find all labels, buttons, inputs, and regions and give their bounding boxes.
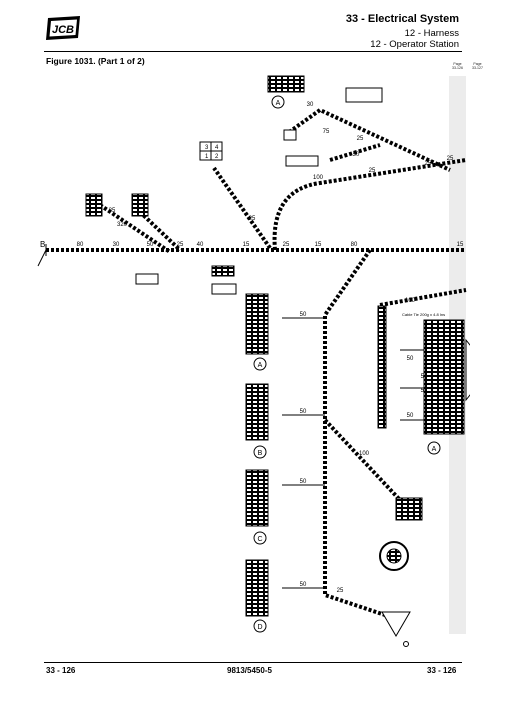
connector-B-label-2: B bbox=[258, 450, 263, 457]
footer-rule bbox=[44, 662, 462, 663]
len-80: 80 bbox=[77, 242, 84, 248]
len-30: 30 bbox=[113, 242, 120, 248]
section-subtitle-operator-station: 12 - Operator Station bbox=[370, 39, 459, 50]
len-40: 40 bbox=[197, 242, 204, 248]
len-v-100: 100 bbox=[359, 451, 370, 457]
connector-B-end: B bbox=[37, 240, 47, 267]
connector-B-label: B bbox=[40, 240, 45, 249]
len-v-50d: 50 bbox=[300, 582, 307, 588]
connector-A-label: A bbox=[258, 362, 263, 369]
len-15b: 15 bbox=[315, 242, 322, 248]
len-15: 15 bbox=[243, 242, 250, 248]
len-top-50: 50 bbox=[353, 152, 360, 158]
section-subtitle-harness: 12 - Harness bbox=[404, 28, 459, 39]
connector-C-label: C bbox=[257, 536, 262, 543]
len-50: 50 bbox=[147, 242, 154, 248]
header-rule bbox=[44, 51, 462, 52]
fuse-block: Cable Tie 200g x 4.8 Ins A bbox=[377, 305, 470, 455]
len-top-25c: 25 bbox=[447, 156, 454, 162]
len-top-30: 30 bbox=[307, 102, 314, 108]
svg-text:3: 3 bbox=[205, 145, 209, 151]
svg-text:2: 2 bbox=[215, 154, 219, 160]
connector-A-label-top: A bbox=[276, 100, 281, 107]
len-25b: 25 bbox=[283, 242, 290, 248]
connector-D-label: D bbox=[257, 624, 262, 631]
len-left-25: 25 bbox=[249, 216, 256, 222]
svg-text:JCB: JCB bbox=[52, 24, 74, 36]
len-v-50b: 50 bbox=[300, 409, 307, 415]
len-top-25d: 25 bbox=[369, 168, 376, 174]
len-b-25: 25 bbox=[337, 588, 344, 594]
len-top-75: 75 bbox=[323, 129, 330, 135]
svg-text:4: 4 bbox=[215, 145, 219, 151]
footer-doc-number: 9813/5450-5 bbox=[227, 666, 272, 675]
len-left-320: 320 bbox=[117, 222, 128, 228]
footer-page-left: 33 - 126 bbox=[46, 666, 76, 675]
svg-text:Cable Tie 200g x 4.8 Ins: Cable Tie 200g x 4.8 Ins bbox=[402, 312, 445, 317]
figure-caption: Figure 1031. (Part 1 of 2) bbox=[46, 56, 145, 66]
len-15c: 15 bbox=[457, 242, 464, 248]
connector-A-label-right: A bbox=[432, 446, 437, 453]
svg-text:1: 1 bbox=[205, 154, 209, 160]
len-left-35: 35 bbox=[109, 208, 116, 214]
len-r-50a: 50 bbox=[407, 356, 414, 362]
len-top-25: 25 bbox=[357, 136, 364, 142]
len-80b: 80 bbox=[351, 242, 358, 248]
len-top-25b: 25 bbox=[425, 161, 432, 167]
len-r-100: 100 bbox=[405, 298, 416, 304]
jcb-logo: JCB bbox=[46, 16, 80, 40]
harness-wiring-diagram: 80 30 50 25 40 15 25 15 80 15 30 75 25 5… bbox=[37, 75, 470, 647]
plug-4pin: 3 4 1 2 bbox=[199, 141, 223, 161]
len-25: 25 bbox=[177, 242, 184, 248]
footer-page-right: 33 - 126 bbox=[427, 666, 457, 675]
len-v-50a: 50 bbox=[300, 312, 307, 318]
len-r-50d: 50 bbox=[407, 413, 414, 419]
section-title: 33 - Electrical System bbox=[345, 13, 459, 25]
harness-trunks bbox=[46, 107, 467, 622]
connector-stack: A B C D bbox=[245, 293, 269, 633]
len-v-50c: 50 bbox=[300, 479, 307, 485]
len-top-100: 100 bbox=[313, 175, 324, 181]
